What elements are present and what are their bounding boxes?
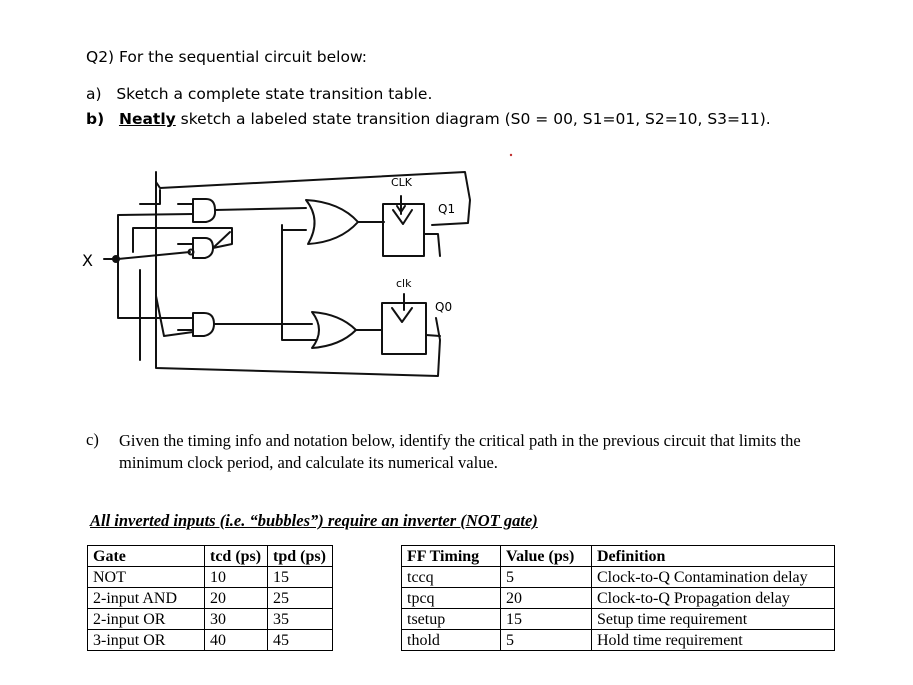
wire-left-bus (155, 181, 441, 377)
table-cell: tccq (401, 566, 501, 588)
part-c-label: c) (86, 430, 99, 449)
table-cell: 20 (500, 587, 592, 609)
part-b-label: b) (86, 110, 105, 128)
q1-label: Q1 (438, 202, 456, 216)
input-x-label: X (82, 251, 93, 270)
table-cell: 30 (204, 608, 268, 630)
part-a-label: a) (86, 85, 102, 103)
wire-internal-a (132, 227, 233, 253)
table-cell: 35 (267, 608, 333, 630)
table-cell: NOT (87, 566, 205, 588)
table-cell: Setup time requirement (591, 608, 835, 630)
table-cell: 10 (204, 566, 268, 588)
table-cell: 2-input OR (87, 608, 205, 630)
wire-and1-to-or (214, 207, 307, 211)
header-cell: Gate (87, 545, 205, 567)
header-cell: Definition (591, 545, 835, 567)
table-row: NOT 10 15 (87, 566, 333, 588)
table-header-row: Gate tcd (ps) tpd (ps) (87, 545, 333, 567)
table-cell: 15 (267, 566, 333, 588)
table-cell: 5 (500, 629, 592, 651)
table-cell: Clock-to-Q Contamination delay (591, 566, 835, 588)
part-c-text: Given the timing info and notation below… (119, 431, 801, 472)
and-gate-2 (187, 237, 214, 259)
table-cell: 15 (500, 608, 592, 630)
question-title: Q2) For the sequential circuit below: (86, 48, 368, 66)
inverter-note: All inverted inputs (i.e. “bubbles”) req… (90, 511, 538, 530)
header-cell: tpd (ps) (267, 545, 333, 567)
table-row: 2-input AND 20 25 (87, 587, 333, 609)
wire-mid-vertical (281, 224, 317, 341)
table-row: 2-input OR 30 35 (87, 608, 333, 630)
part-b-emphasis: Neatly (118, 110, 176, 128)
table-cell: tsetup (401, 608, 501, 630)
wire-x-to-and1 (117, 213, 194, 260)
table-cell: Hold time requirement (591, 629, 835, 651)
or-gate-top (305, 199, 359, 245)
part-b: b) Neatly sketch a labeled state transit… (86, 110, 771, 128)
table-row: tpcq 20 Clock-to-Q Propagation delay (401, 587, 835, 609)
table-cell: 2-input AND (87, 587, 205, 609)
table-cell: Clock-to-Q Propagation delay (591, 587, 835, 609)
gate-delay-table: Gate tcd (ps) tpd (ps) NOT 10 15 2-input… (87, 545, 333, 651)
table-cell: 45 (267, 629, 333, 651)
clk-label-top: CLK (391, 176, 413, 189)
header-cell: Value (ps) (500, 545, 592, 567)
ff-timing-table: FF Timing Value (ps) Definition tccq 5 C… (401, 545, 835, 651)
table-row: thold 5 Hold time requirement (401, 629, 835, 651)
flip-flop-q1 (382, 195, 425, 257)
table-cell: thold (401, 629, 501, 651)
clk-label-bottom: clk (396, 277, 412, 290)
part-a: a) Sketch a complete state transition ta… (86, 85, 432, 103)
table-cell: 3-input OR (87, 629, 205, 651)
table-row: tccq 5 Clock-to-Q Contamination delay (401, 566, 835, 588)
table-cell: 25 (267, 587, 333, 609)
wire-x-to-and2 (117, 251, 191, 260)
q0-label: Q0 (435, 300, 453, 314)
header-cell: FF Timing (401, 545, 501, 567)
table-cell: tpcq (401, 587, 501, 609)
table-cell: 5 (500, 566, 592, 588)
table-row: tsetup 15 Setup time requirement (401, 608, 835, 630)
and-gate-3 (192, 312, 215, 337)
or-gate-bottom (311, 311, 357, 349)
table-cell: 20 (204, 587, 268, 609)
part-a-text: Sketch a complete state transition table… (116, 85, 433, 103)
wire-x-to-and3 (117, 258, 194, 319)
table-header-row: FF Timing Value (ps) Definition (401, 545, 835, 567)
table-row: 3-input OR 40 45 (87, 629, 333, 651)
stray-mark (509, 153, 513, 157)
and-gate-1 (192, 198, 217, 223)
table-cell: 40 (204, 629, 268, 651)
circuit-diagram (103, 153, 513, 377)
flip-flop-q0 (381, 293, 427, 355)
part-b-text: sketch a labeled state transition diagra… (175, 110, 771, 128)
header-cell: tcd (ps) (204, 545, 268, 567)
